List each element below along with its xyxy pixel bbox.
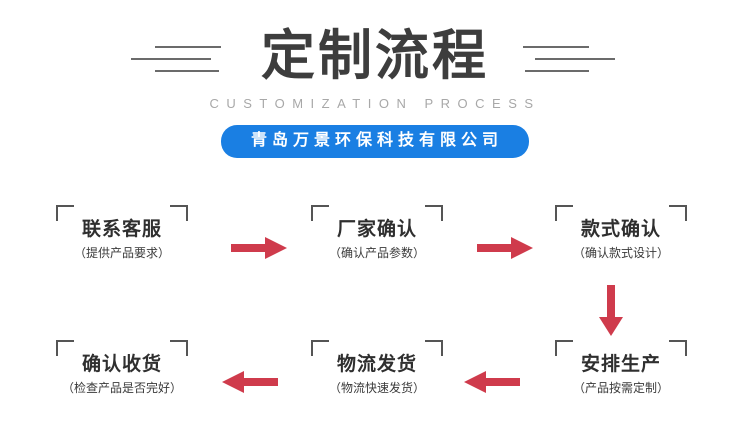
step-subtitle: （确认产品参数） (328, 246, 425, 260)
step-title: 安排生产 (580, 354, 661, 375)
corner-bracket-top-left-icon (555, 205, 573, 221)
process-step-contact-service: 联系客服 （提供产品要求） (38, 205, 206, 267)
step-subtitle: （检查产品是否完好） (61, 381, 182, 395)
process-step-confirm-receipt: 确认收货 （检查产品是否完好） (38, 340, 206, 402)
step-title: 款式确认 (580, 219, 661, 240)
process-flow: 联系客服 （提供产品要求） 厂家确认 （确认产品参数） 款式确认 （确认款式设计… (0, 185, 750, 428)
corner-bracket-top-left-icon (56, 205, 74, 221)
decorative-lines-left-icon (129, 28, 247, 84)
step-title: 物流发货 (336, 354, 417, 375)
arrow-left-icon (464, 371, 520, 393)
arrow-down-icon (599, 285, 623, 336)
title-row: 定制流程 (0, 20, 750, 92)
decorative-lines-right-icon (503, 28, 621, 84)
step-subtitle: （物流快速发货） (328, 381, 425, 395)
corner-bracket-top-left-icon (56, 340, 74, 356)
step-title: 联系客服 (81, 219, 162, 240)
company-banner-wrapper: 青岛万景环保科技有限公司 (0, 125, 750, 158)
arrow-right-icon (477, 237, 533, 259)
corner-bracket-top-right-icon (425, 340, 443, 356)
step-title: 确认收货 (81, 354, 162, 375)
corner-bracket-top-right-icon (669, 340, 687, 356)
process-step-factory-confirm: 厂家确认 （确认产品参数） (293, 205, 461, 267)
page-header: 定制流程 CUSTOMIZATION PROCESS 青岛万景环保科技有限公司 (0, 0, 750, 170)
corner-bracket-top-left-icon (555, 340, 573, 356)
step-subtitle: （确认款式设计） (572, 246, 669, 260)
step-bracket-frame: 安排生产 （产品按需定制） (555, 340, 687, 402)
corner-bracket-top-left-icon (311, 340, 329, 356)
process-step-style-confirm: 款式确认 （确认款式设计） (537, 205, 705, 267)
step-bracket-frame: 款式确认 （确认款式设计） (555, 205, 687, 267)
company-name-banner: 青岛万景环保科技有限公司 (220, 125, 529, 158)
page-title: 定制流程 (261, 24, 489, 87)
corner-bracket-top-right-icon (425, 205, 443, 221)
step-title: 厂家确认 (336, 219, 417, 240)
process-step-arrange-production: 安排生产 （产品按需定制） (537, 340, 705, 402)
page-subtitle: CUSTOMIZATION PROCESS (209, 96, 541, 111)
arrow-right-icon (231, 237, 287, 259)
corner-bracket-top-right-icon (669, 205, 687, 221)
step-bracket-frame: 厂家确认 （确认产品参数） (311, 205, 443, 267)
step-bracket-frame: 确认收货 （检查产品是否完好） (56, 340, 188, 402)
corner-bracket-top-left-icon (311, 205, 329, 221)
process-step-logistics-shipping: 物流发货 （物流快速发货） (293, 340, 461, 402)
arrow-left-icon (222, 371, 278, 393)
step-bracket-frame: 物流发货 （物流快速发货） (311, 340, 443, 402)
step-subtitle: （提供产品要求） (73, 246, 170, 260)
corner-bracket-top-right-icon (170, 340, 188, 356)
step-bracket-frame: 联系客服 （提供产品要求） (56, 205, 188, 267)
step-subtitle: （产品按需定制） (572, 381, 669, 395)
corner-bracket-top-right-icon (170, 205, 188, 221)
